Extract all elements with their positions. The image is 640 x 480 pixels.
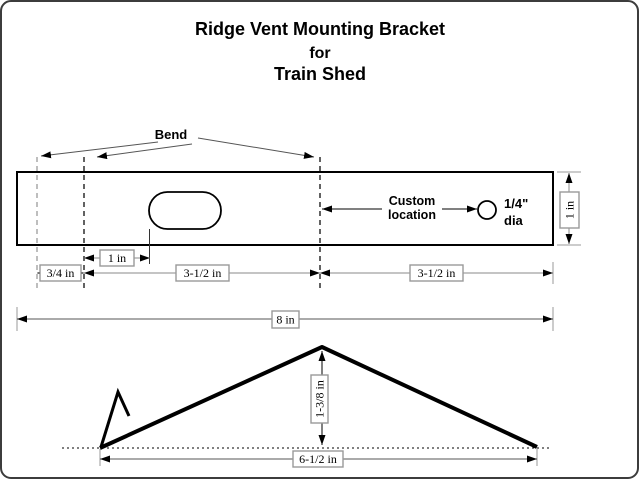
dim-overall-length: 8 in (16, 307, 554, 331)
dimension-box (99, 249, 135, 267)
dimension-box (310, 374, 329, 424)
dim-strip-width: 1 in (557, 171, 581, 246)
dimension-value: 3/4 in (47, 266, 75, 280)
dimension-box (175, 264, 230, 282)
bend-leader-1 (40, 141, 159, 159)
round-hole (477, 200, 497, 220)
dimension-value-span: 6-1/2 in (299, 452, 337, 466)
dimension-value-height: 1-3/8 in (313, 380, 327, 418)
dimension-value: 3-1/2 in (184, 266, 222, 280)
dimension-value: 3-1/2 in (418, 266, 456, 280)
custom-location-label-line1: Custom (389, 194, 436, 208)
bent-end-tab (99, 387, 131, 448)
hole-dia-label-line2: dia (504, 213, 524, 228)
dimension-value: 1 in (108, 251, 126, 265)
dimension-box (271, 310, 300, 329)
drawing-title-for: for (309, 45, 330, 62)
dimension-value: 1 in (563, 201, 577, 219)
drawing-subtitle: Train Shed (274, 64, 366, 84)
dimension-box (39, 264, 82, 282)
custom-location-text-patch (382, 194, 442, 224)
dim-slot-offset: 1 in (84, 249, 150, 267)
dimension-value: 8 in (276, 313, 294, 327)
slot-hole (148, 191, 222, 230)
dim-left-segment: 3-1/2 in (84, 264, 320, 282)
bend-leader-3 (197, 137, 315, 159)
dim-right-segment: 3-1/2 in (320, 262, 554, 284)
bend-leader-2 (96, 143, 193, 160)
dim-tab-width: 3/4 in (37, 264, 84, 282)
top-view: Custom location 1/4" dia (16, 171, 554, 264)
drawing-title: Ridge Vent Mounting Bracket (195, 19, 445, 39)
bend-callout: Bend (40, 127, 315, 160)
dimension-box (559, 191, 580, 229)
custom-location-label-line2: location (388, 208, 436, 222)
hole-dia-label-line1: 1/4" (504, 196, 528, 211)
bent-bracket-profile (99, 345, 538, 450)
bracket-outline (16, 171, 554, 246)
dimension-box (409, 264, 464, 282)
title-block: Ridge Vent Mounting Bracket for Train Sh… (195, 19, 445, 84)
profile-view: 1-3/8 in 6-1/2 in (62, 345, 552, 468)
bend-label: Bend (155, 127, 188, 142)
dimension-box (292, 450, 344, 468)
